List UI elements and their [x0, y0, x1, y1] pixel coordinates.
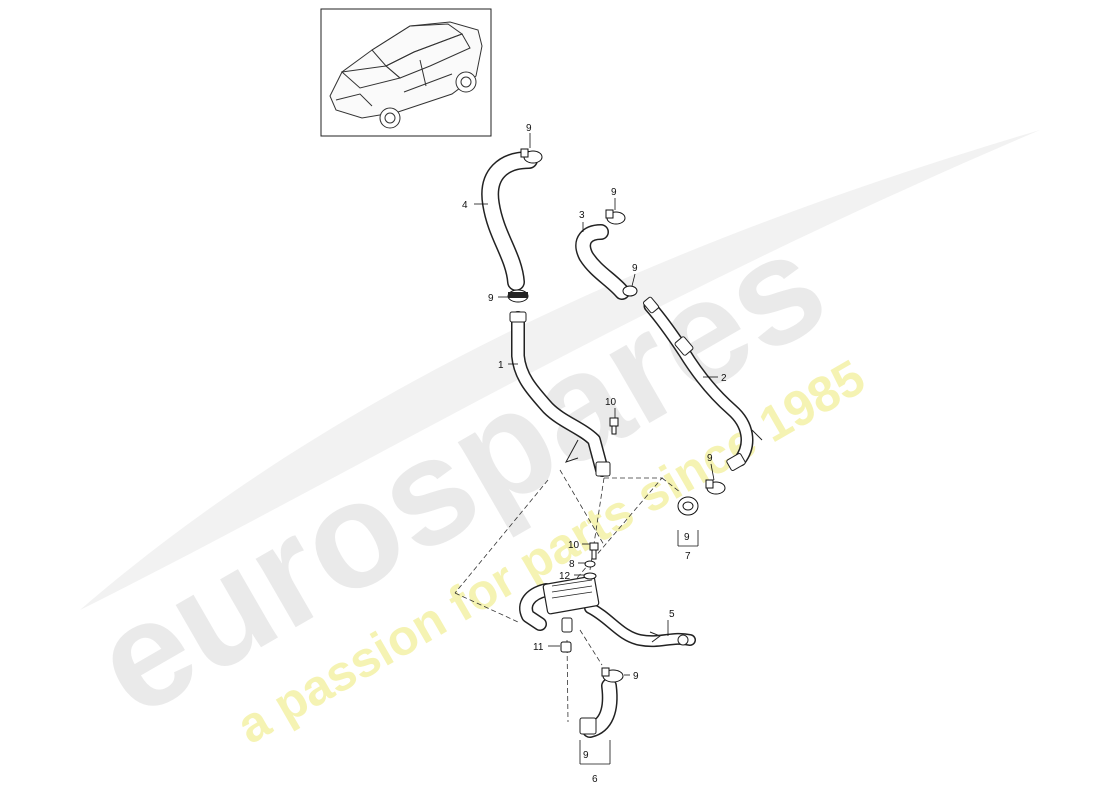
clamp-hose3-upper	[605, 209, 626, 225]
clamp-right	[705, 479, 726, 495]
vehicle-thumbnail	[320, 8, 492, 137]
hose-3	[575, 224, 630, 300]
clamp-hose4-lower	[507, 289, 529, 303]
label-9-clamp3a: 9	[611, 187, 617, 198]
label-9-group6: 9	[583, 750, 589, 761]
label-4: 4	[462, 200, 468, 211]
clamp-hose3-lower	[622, 285, 638, 297]
leader-lines	[474, 133, 718, 765]
part-labels: 9 4 9 1 3 9 9 2 10 9 9 7 10 8 12 5 11 9 …	[462, 123, 727, 785]
hose-4	[481, 151, 538, 291]
label-9-group7: 9	[684, 532, 690, 543]
label-9-lower: 9	[633, 671, 639, 682]
label-2: 2	[721, 373, 727, 384]
o-ring-12	[583, 572, 597, 580]
label-7: 7	[685, 551, 691, 562]
label-10-lower: 10	[568, 540, 580, 551]
clamps	[507, 148, 726, 683]
label-10-upper: 10	[605, 397, 617, 408]
pipe-2	[642, 296, 763, 471]
label-12: 12	[559, 571, 571, 582]
washer-8	[584, 560, 596, 568]
bolt-10-upper	[609, 417, 619, 435]
pipe-assembly-5	[519, 575, 696, 648]
label-9-clamp4: 9	[488, 293, 494, 304]
label-5: 5	[669, 609, 675, 620]
clamp-top	[520, 148, 543, 164]
pipe-1	[509, 311, 611, 477]
label-6: 6	[592, 774, 598, 785]
sleeve-11	[560, 641, 572, 653]
label-9-top: 9	[526, 123, 532, 134]
label-11: 11	[533, 642, 544, 653]
hose-6	[579, 678, 618, 738]
clamp-lower	[601, 667, 624, 683]
clamp-group7	[677, 496, 699, 516]
car-illustration	[329, 21, 483, 129]
bolt-10-lower	[589, 542, 599, 560]
label-1: 1	[498, 360, 504, 371]
label-8: 8	[569, 559, 575, 570]
label-9-right: 9	[707, 453, 713, 464]
label-3: 3	[579, 210, 585, 221]
watermark: eurospares a passion for parts since 198…	[67, 130, 1040, 755]
label-9-clamp3b: 9	[632, 263, 638, 274]
